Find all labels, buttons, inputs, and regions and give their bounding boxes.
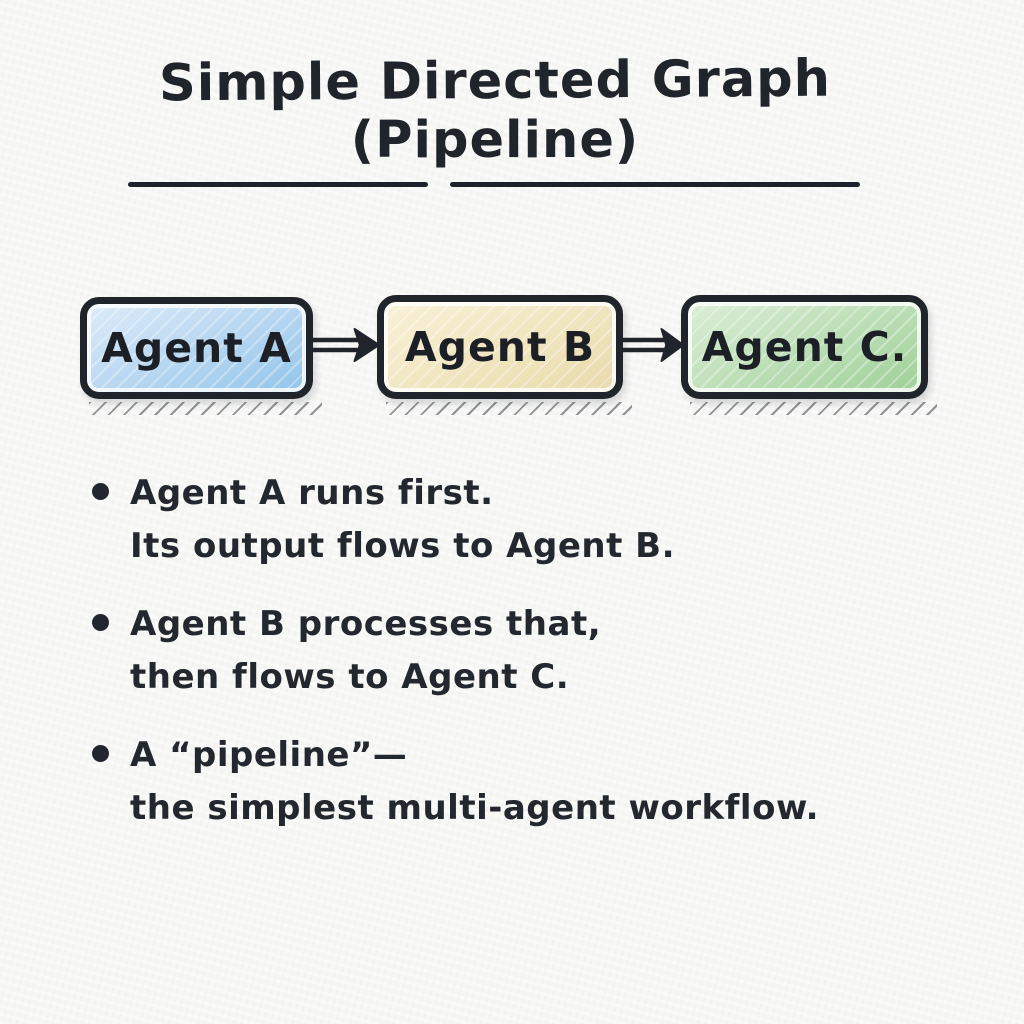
bullet-line: Its output flows to Agent B. xyxy=(130,526,676,566)
bullet-dot-icon xyxy=(92,745,109,762)
page-subtitle: (Pipeline) xyxy=(350,111,640,170)
node-agent-a: Agent A xyxy=(80,297,322,415)
bullet-line: Agent B processes that, xyxy=(130,604,602,644)
bullet-dot-icon xyxy=(92,614,109,631)
node-agent-b-label: Agent B xyxy=(404,323,596,371)
node-agent-c: Agent C. xyxy=(681,295,937,415)
bullet-line: A “pipeline”— xyxy=(130,735,408,775)
bullet-text: Agent A runs first. Its output flows to … xyxy=(130,467,675,573)
list-item: Agent B processes that, then flows to Ag… xyxy=(92,598,922,704)
bullet-line: Agent A runs first. xyxy=(130,473,494,513)
title-underline-left xyxy=(128,182,428,187)
title-block: Simple Directed Graph (Pipeline) xyxy=(0,49,990,170)
bullet-line: the simplest multi-agent workflow. xyxy=(130,788,820,828)
arrow-right-icon xyxy=(619,328,685,362)
node-agent-b: Agent B xyxy=(377,295,632,415)
page-title: Simple Directed Graph xyxy=(158,49,832,114)
bullet-text: Agent B processes that, then flows to Ag… xyxy=(130,598,601,704)
node-agent-a-label: Agent A xyxy=(101,324,292,372)
bullet-line: then flows to Agent C. xyxy=(130,657,570,697)
bullet-dot-icon xyxy=(92,483,109,500)
title-underline-right xyxy=(450,182,860,187)
list-item: A “pipeline”— the simplest multi-agent w… xyxy=(92,729,922,835)
bullet-text: A “pipeline”— the simplest multi-agent w… xyxy=(130,729,819,835)
notes-list: Agent A runs first. Its output flows to … xyxy=(92,467,922,860)
arrow-right-icon xyxy=(307,328,380,362)
node-agent-c-label: Agent C. xyxy=(701,323,908,371)
list-item: Agent A runs first. Its output flows to … xyxy=(92,467,922,573)
